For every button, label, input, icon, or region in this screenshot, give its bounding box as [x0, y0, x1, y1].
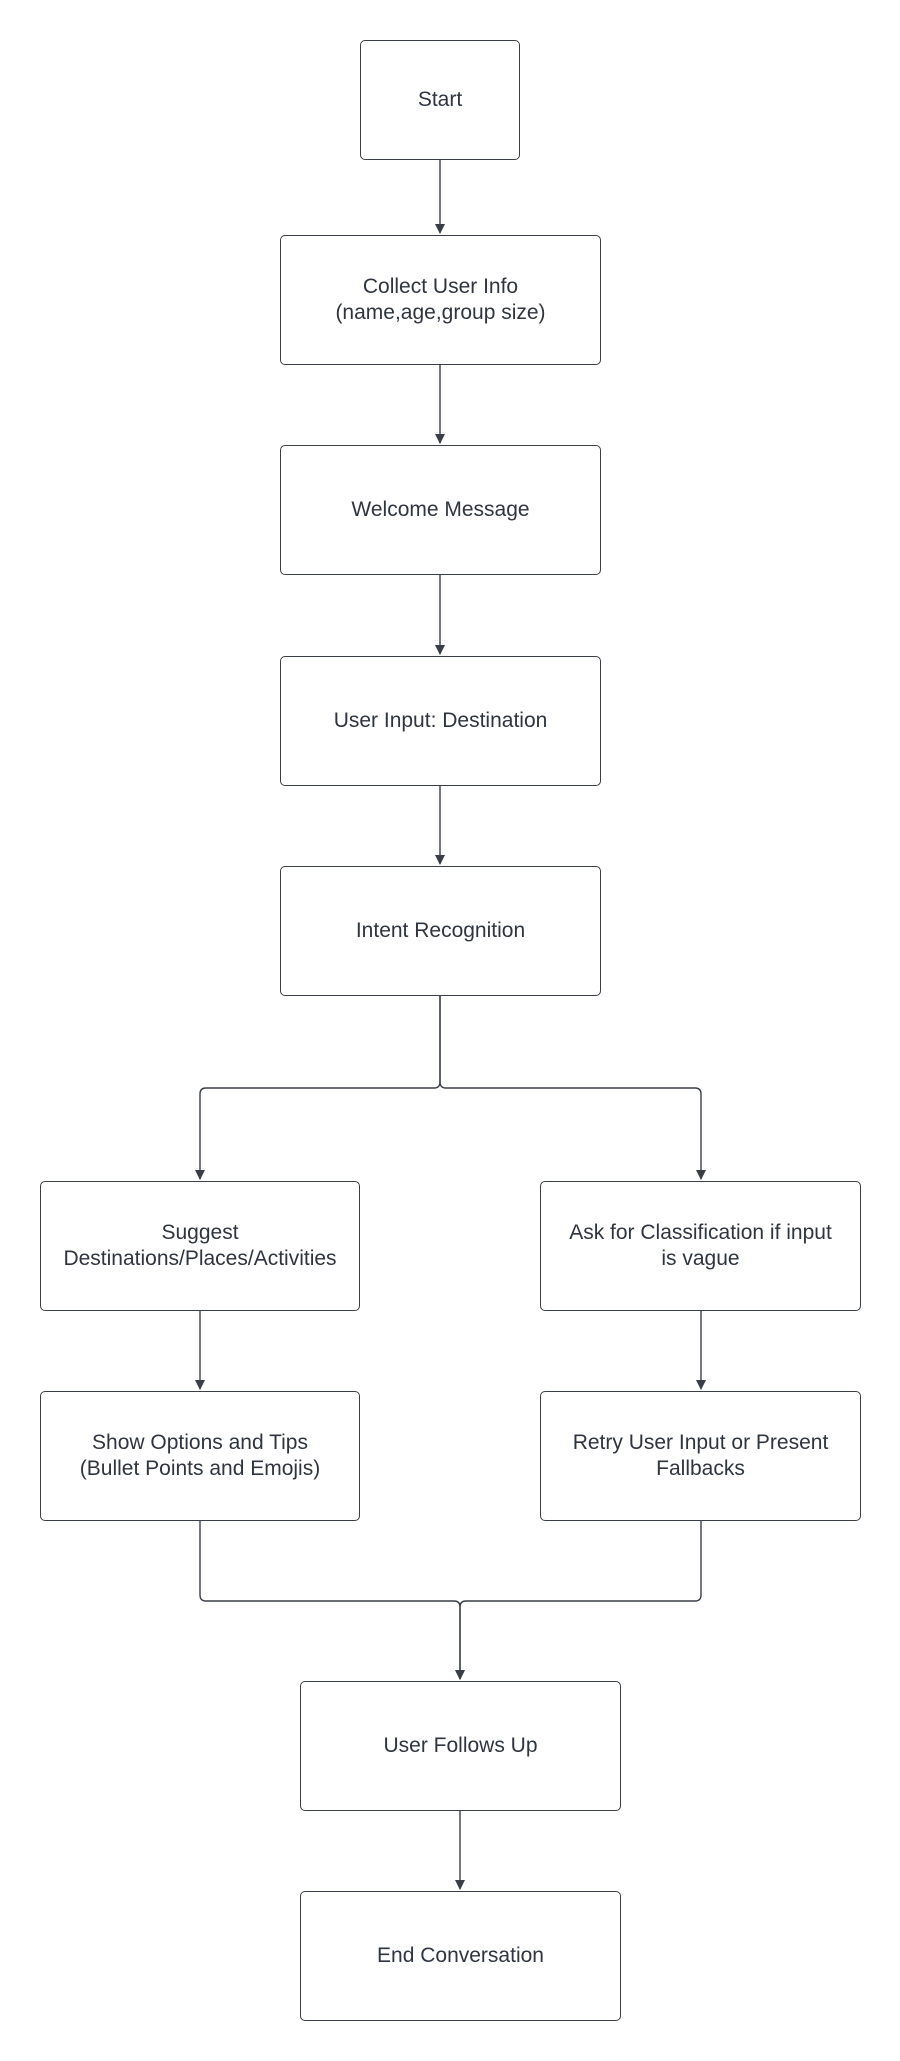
end-conversation-node: End Conversation: [300, 1891, 621, 2021]
intent-recognition-label: Intent Recognition: [355, 919, 526, 942]
show-options-tips-node: Show Options and Tips (Bullet Points and…: [40, 1391, 360, 1521]
user-follows-up-node: User Follows Up: [300, 1681, 621, 1811]
suggest-destinations-label: Suggest Destinations/Places/Activities: [63, 1221, 337, 1270]
ask-for-classification-label: Ask for Classification if input is vague: [569, 1221, 832, 1270]
user-input-destination-node: User Input: Destination: [280, 656, 601, 786]
user-input-destination-label: User Input: Destination: [333, 709, 548, 732]
intent-recognition-node: Intent Recognition: [280, 866, 601, 996]
retry-user-input-node: Retry User Input or Present Fallbacks: [540, 1391, 861, 1521]
arrow-intent-recognition-to-ask-for-classification: [439, 996, 706, 1180]
start-node: Start: [360, 40, 520, 160]
ask-for-classification-node: Ask for Classification if input is vague: [540, 1181, 861, 1311]
welcome-message-label: Welcome Message: [351, 498, 530, 521]
end-conversation-label: End Conversation: [377, 1944, 544, 1967]
retry-user-input-label: Retry User Input or Present Fallbacks: [572, 1431, 829, 1480]
arrow-retry-user-input-to-user-follows-up: [455, 1521, 702, 1680]
arrow-show-options-tips-to-user-follows-up: [199, 1521, 465, 1680]
welcome-message-node: Welcome Message: [280, 445, 601, 575]
show-options-tips-label: Show Options and Tips (Bullet Points and…: [79, 1431, 321, 1480]
collect-user-info-label: Collect User Info (name,age,group size): [335, 275, 546, 324]
start-label: Start: [417, 88, 463, 111]
arrow-intent-recognition-to-suggest-destinations: [195, 996, 441, 1180]
user-follows-up-label: User Follows Up: [383, 1734, 538, 1757]
suggest-destinations-node: Suggest Destinations/Places/Activities: [40, 1181, 360, 1311]
collect-user-info-node: Collect User Info (name,age,group size): [280, 235, 601, 365]
